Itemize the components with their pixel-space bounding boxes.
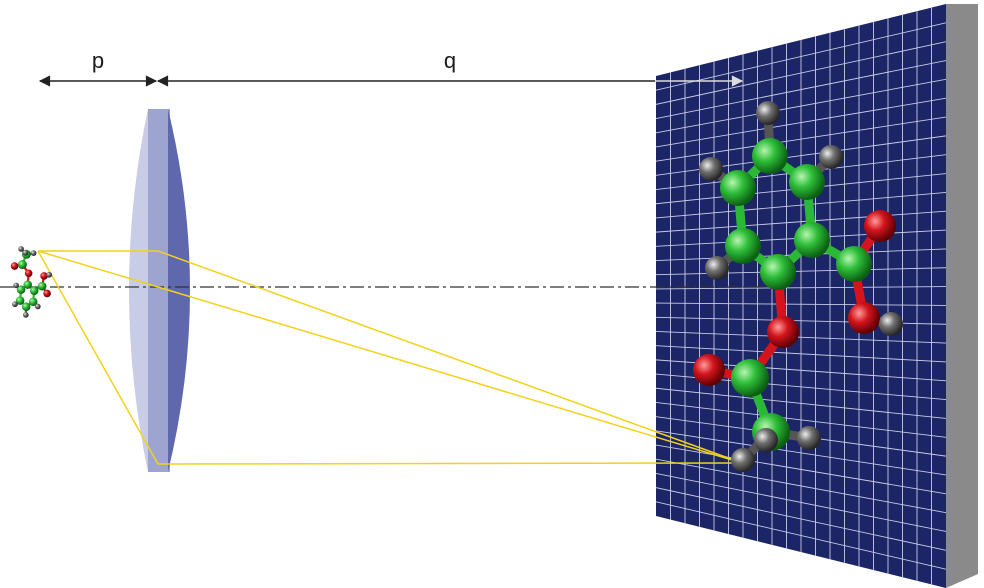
screen-grid-line <box>656 60 946 120</box>
screen-grid-line <box>656 97 946 148</box>
carbon-atom <box>16 285 26 294</box>
lens-right-face <box>168 109 190 472</box>
image-screen <box>656 4 978 588</box>
hydrogen-atom <box>30 250 37 256</box>
carbon-atom <box>29 286 39 296</box>
screen-grid <box>656 7 946 585</box>
hydrogen-atom <box>756 101 780 125</box>
screen-grid-line <box>656 286 946 290</box>
carbon-atom <box>836 246 872 282</box>
image-molecule-atoms <box>693 101 903 472</box>
hydrogen-atom <box>879 312 903 336</box>
q-label: q <box>444 48 456 73</box>
carbon-atom <box>760 254 796 290</box>
oxygen-atom <box>864 210 896 242</box>
carbon-atom <box>720 170 756 206</box>
lens-center-band <box>148 109 170 472</box>
screen-grid-line <box>656 387 946 419</box>
screen-grid-line <box>656 41 946 105</box>
screen-grid-line <box>656 78 946 134</box>
oxygen-atom <box>693 354 725 386</box>
screen-grid-line <box>656 487 946 551</box>
dimension-arrows: p q <box>38 48 744 87</box>
carbon-atom <box>15 296 25 305</box>
screen-grid-line <box>656 22 946 91</box>
carbon-atom <box>21 302 31 311</box>
screen-grid-line <box>656 402 946 438</box>
screen-grid-line <box>656 430 946 476</box>
hydrogen-atom <box>18 246 24 252</box>
object-molecule <box>10 246 53 318</box>
hydrogen-atom <box>705 256 729 280</box>
oxygen-atom <box>848 302 880 334</box>
hydrogen-atom <box>797 426 821 450</box>
carbon-atom <box>794 222 830 258</box>
oxygen-atom <box>10 262 19 270</box>
object-molecule-atoms <box>10 246 53 318</box>
screen-side-face <box>946 4 978 588</box>
carbon-atom <box>789 164 825 200</box>
hydrogen-atom <box>46 271 53 278</box>
oxygen-atom <box>767 316 799 348</box>
screen-grid-line <box>656 331 946 344</box>
ray-through-bottom <box>37 250 743 465</box>
p-label: p <box>92 48 104 73</box>
ray-through-center <box>37 250 743 464</box>
hydrogen-atom <box>13 282 19 289</box>
screen-grid-line <box>656 472 946 532</box>
hydrogen-atom <box>819 145 843 169</box>
ray-through-top <box>38 250 743 464</box>
hydrogen-atom <box>34 303 41 310</box>
light-rays <box>37 250 743 465</box>
oxygen-atom <box>43 289 51 298</box>
hydrogen-atom <box>731 448 755 472</box>
oxygen-atom <box>24 269 33 278</box>
screen-grid-line <box>656 501 946 570</box>
carbon-atom <box>23 280 32 289</box>
hydrogen-atom <box>699 157 723 181</box>
screen-grid-line <box>656 267 946 276</box>
image-molecule <box>693 101 903 472</box>
screen-grid-line <box>656 444 946 495</box>
carbon-atom <box>725 228 761 264</box>
screen-grid-line <box>656 302 946 306</box>
hydrogen-atom <box>22 312 29 318</box>
hydrogen-atom <box>22 249 29 256</box>
screen-grid-line <box>656 210 946 233</box>
oxygen-atom <box>40 272 48 280</box>
carbon-atom <box>752 138 788 174</box>
carbon-atom <box>731 359 769 397</box>
convex-lens <box>129 109 190 472</box>
hydrogen-atom <box>754 428 778 452</box>
carbon-atom <box>17 260 27 270</box>
screen-grid-line <box>656 116 946 162</box>
carbon-atom <box>28 297 38 307</box>
carbon-atom <box>37 281 47 291</box>
hydrogen-atom <box>12 301 18 308</box>
screen-grid-line <box>656 191 946 219</box>
screen-grid-line <box>656 345 946 363</box>
screen-grid-line <box>656 458 946 514</box>
